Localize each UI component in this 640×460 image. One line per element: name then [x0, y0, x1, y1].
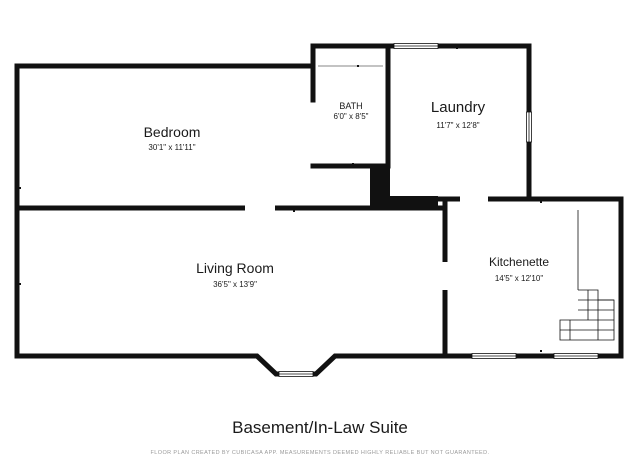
door-openings	[245, 110, 488, 290]
room-name-kitchenette: Kitchenette	[489, 255, 549, 269]
room-name-bedroom: Bedroom	[144, 124, 201, 140]
room-dims-kitchenette: 14'5" x 12'10"	[495, 274, 543, 283]
room-name-living-room: Living Room	[196, 260, 274, 276]
windows	[278, 43, 599, 377]
outer-wall	[14, 43, 624, 377]
room-name-laundry: Laundry	[431, 99, 486, 116]
room-dims-living-room: 36'5" x 13'9"	[213, 280, 257, 289]
stairs	[559, 210, 615, 341]
room-dims-bedroom: 30'1" x 11'11"	[148, 143, 195, 152]
room-dims-laundry: 11'7" x 12'8"	[436, 121, 479, 130]
column-block	[370, 166, 438, 210]
room-name-bath: BATH	[339, 101, 362, 111]
disclaimer-text: FLOOR PLAN CREATED BY CUBICASA APP. MEAS…	[150, 450, 490, 456]
floor-area	[17, 47, 621, 356]
plan-title: Basement/In-Law Suite	[232, 418, 408, 437]
room-dims-bath: 6'0" x 8'5"	[334, 112, 369, 121]
wall-markers	[19, 47, 542, 352]
